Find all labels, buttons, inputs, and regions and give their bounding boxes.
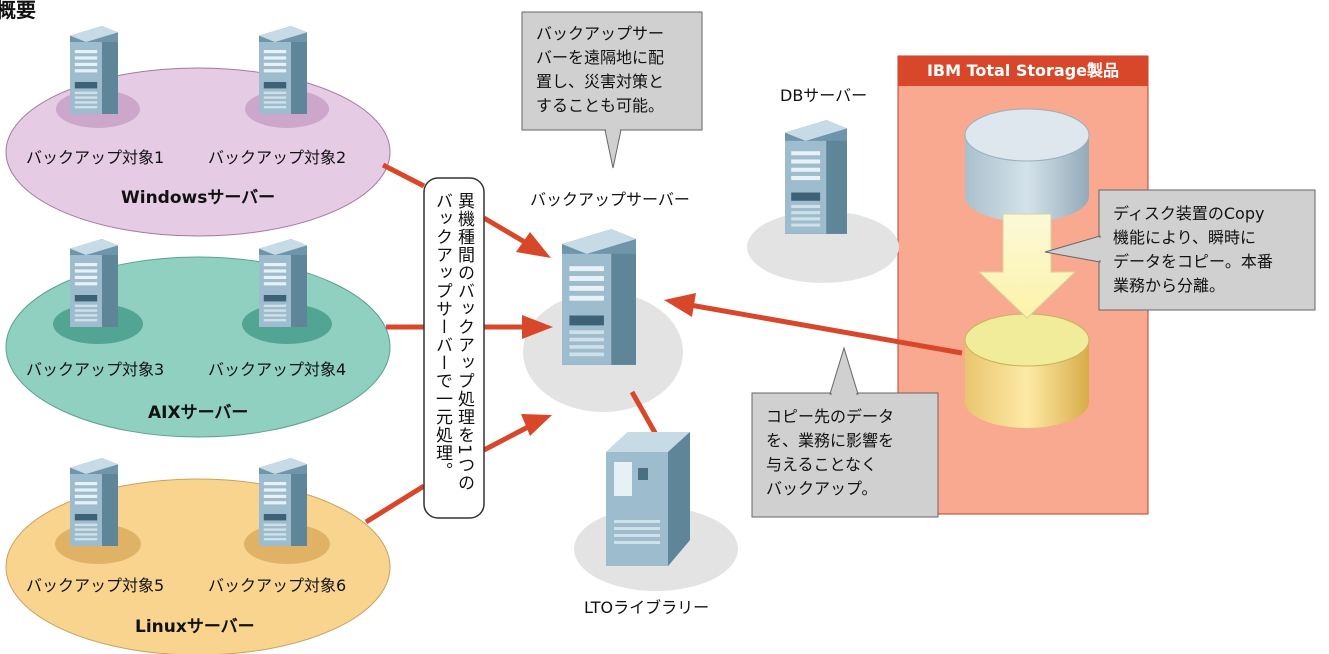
backup-server-icon [562, 229, 636, 365]
callout-remote-bubble [521, 11, 703, 169]
db-server-label: DBサーバー [780, 86, 868, 105]
callout-copy-dest-line: バックアップ。 [766, 479, 878, 498]
server-icon [70, 26, 118, 114]
callout-disk-copy-line: データをコピー。本番 [1113, 252, 1273, 271]
callout-disk-copy-line: 機能により、瞬時に [1113, 228, 1257, 247]
server-icon [259, 458, 307, 546]
server-icon [259, 26, 307, 114]
callout-disk-copy-text: ディスク装置のCopy 機能により、瞬時に データをコピー。本番 業務から分離。 [1113, 202, 1273, 298]
callout-copy-dest-line: 与えることなく [766, 455, 878, 474]
callout-remote-line: 置し、災害対策と [536, 72, 665, 91]
target-label-6: バックアップ対象6 [208, 576, 347, 595]
arrow-head [664, 293, 696, 317]
copy-arrow-icon [977, 213, 1077, 319]
callout-disk-copy-line: 業務から分離。 [1113, 276, 1226, 295]
vertical-note-line-1: 異機種間のバックアップ処理を1つの [454, 192, 474, 492]
server-icon [70, 458, 118, 546]
server-icon [70, 239, 118, 327]
target-label-2: バックアップ対象2 [208, 148, 347, 167]
callout-remote-text: バックアップサー バーを遠隔地に配 置し、災害対策と することも可能。 [536, 22, 664, 118]
arrow-head [522, 315, 553, 339]
lto-library-icon [606, 432, 690, 566]
callout-copy-dest-line: コピー先のデータ [766, 407, 895, 426]
callout-disk-copy-bubble [1044, 189, 1316, 311]
callout-copy-dest-line: を、業務に影響を [766, 431, 895, 450]
callout-remote-line: バックアップサー [536, 24, 665, 43]
callout-remote-line: することも可能。 [536, 96, 665, 115]
vertical-note-box [423, 177, 485, 519]
callout-disk-copy-line: ディスク装置のCopy [1113, 204, 1265, 223]
vertical-note-line-2: バックアップサーバーで一元処理。 [432, 192, 452, 480]
callout-copy-dest-bubble [751, 346, 939, 518]
copy-disk-icon [964, 313, 1090, 428]
arrow-head [516, 232, 551, 258]
lto-library-label: LTOライブラリー [584, 598, 710, 617]
group-label-windows: Windowsサーバー [121, 188, 276, 208]
target-label-5: バックアップ対象5 [26, 576, 165, 595]
db-server-icon [785, 120, 847, 234]
ibm-storage-header [898, 56, 1148, 86]
page-heading: 概要 [0, 0, 36, 22]
target-label-4: バックアップ対象4 [208, 360, 347, 379]
group-label-aix: AIXサーバー [148, 403, 249, 423]
callout-copy-dest-text: コピー先のデータ を、業務に影響を 与えることなく バックアップ。 [766, 405, 894, 501]
ibm-storage-title: IBM Total Storage製品 [926, 61, 1120, 80]
vertical-note: 異機種間のバックアップ処理を1つの バックアップサーバーで一元処理。 [424, 178, 484, 518]
backup-server-label: バックアップサーバー [530, 190, 690, 209]
target-label-3: バックアップ対象3 [26, 360, 165, 379]
callout-remote-line: バーを遠隔地に配 [536, 48, 665, 67]
group-label-linux: Linuxサーバー [135, 617, 255, 637]
server-icon [259, 239, 307, 327]
source-disk-icon [964, 108, 1090, 222]
target-label-1: バックアップ対象1 [26, 148, 165, 167]
arrow-head [521, 414, 552, 436]
